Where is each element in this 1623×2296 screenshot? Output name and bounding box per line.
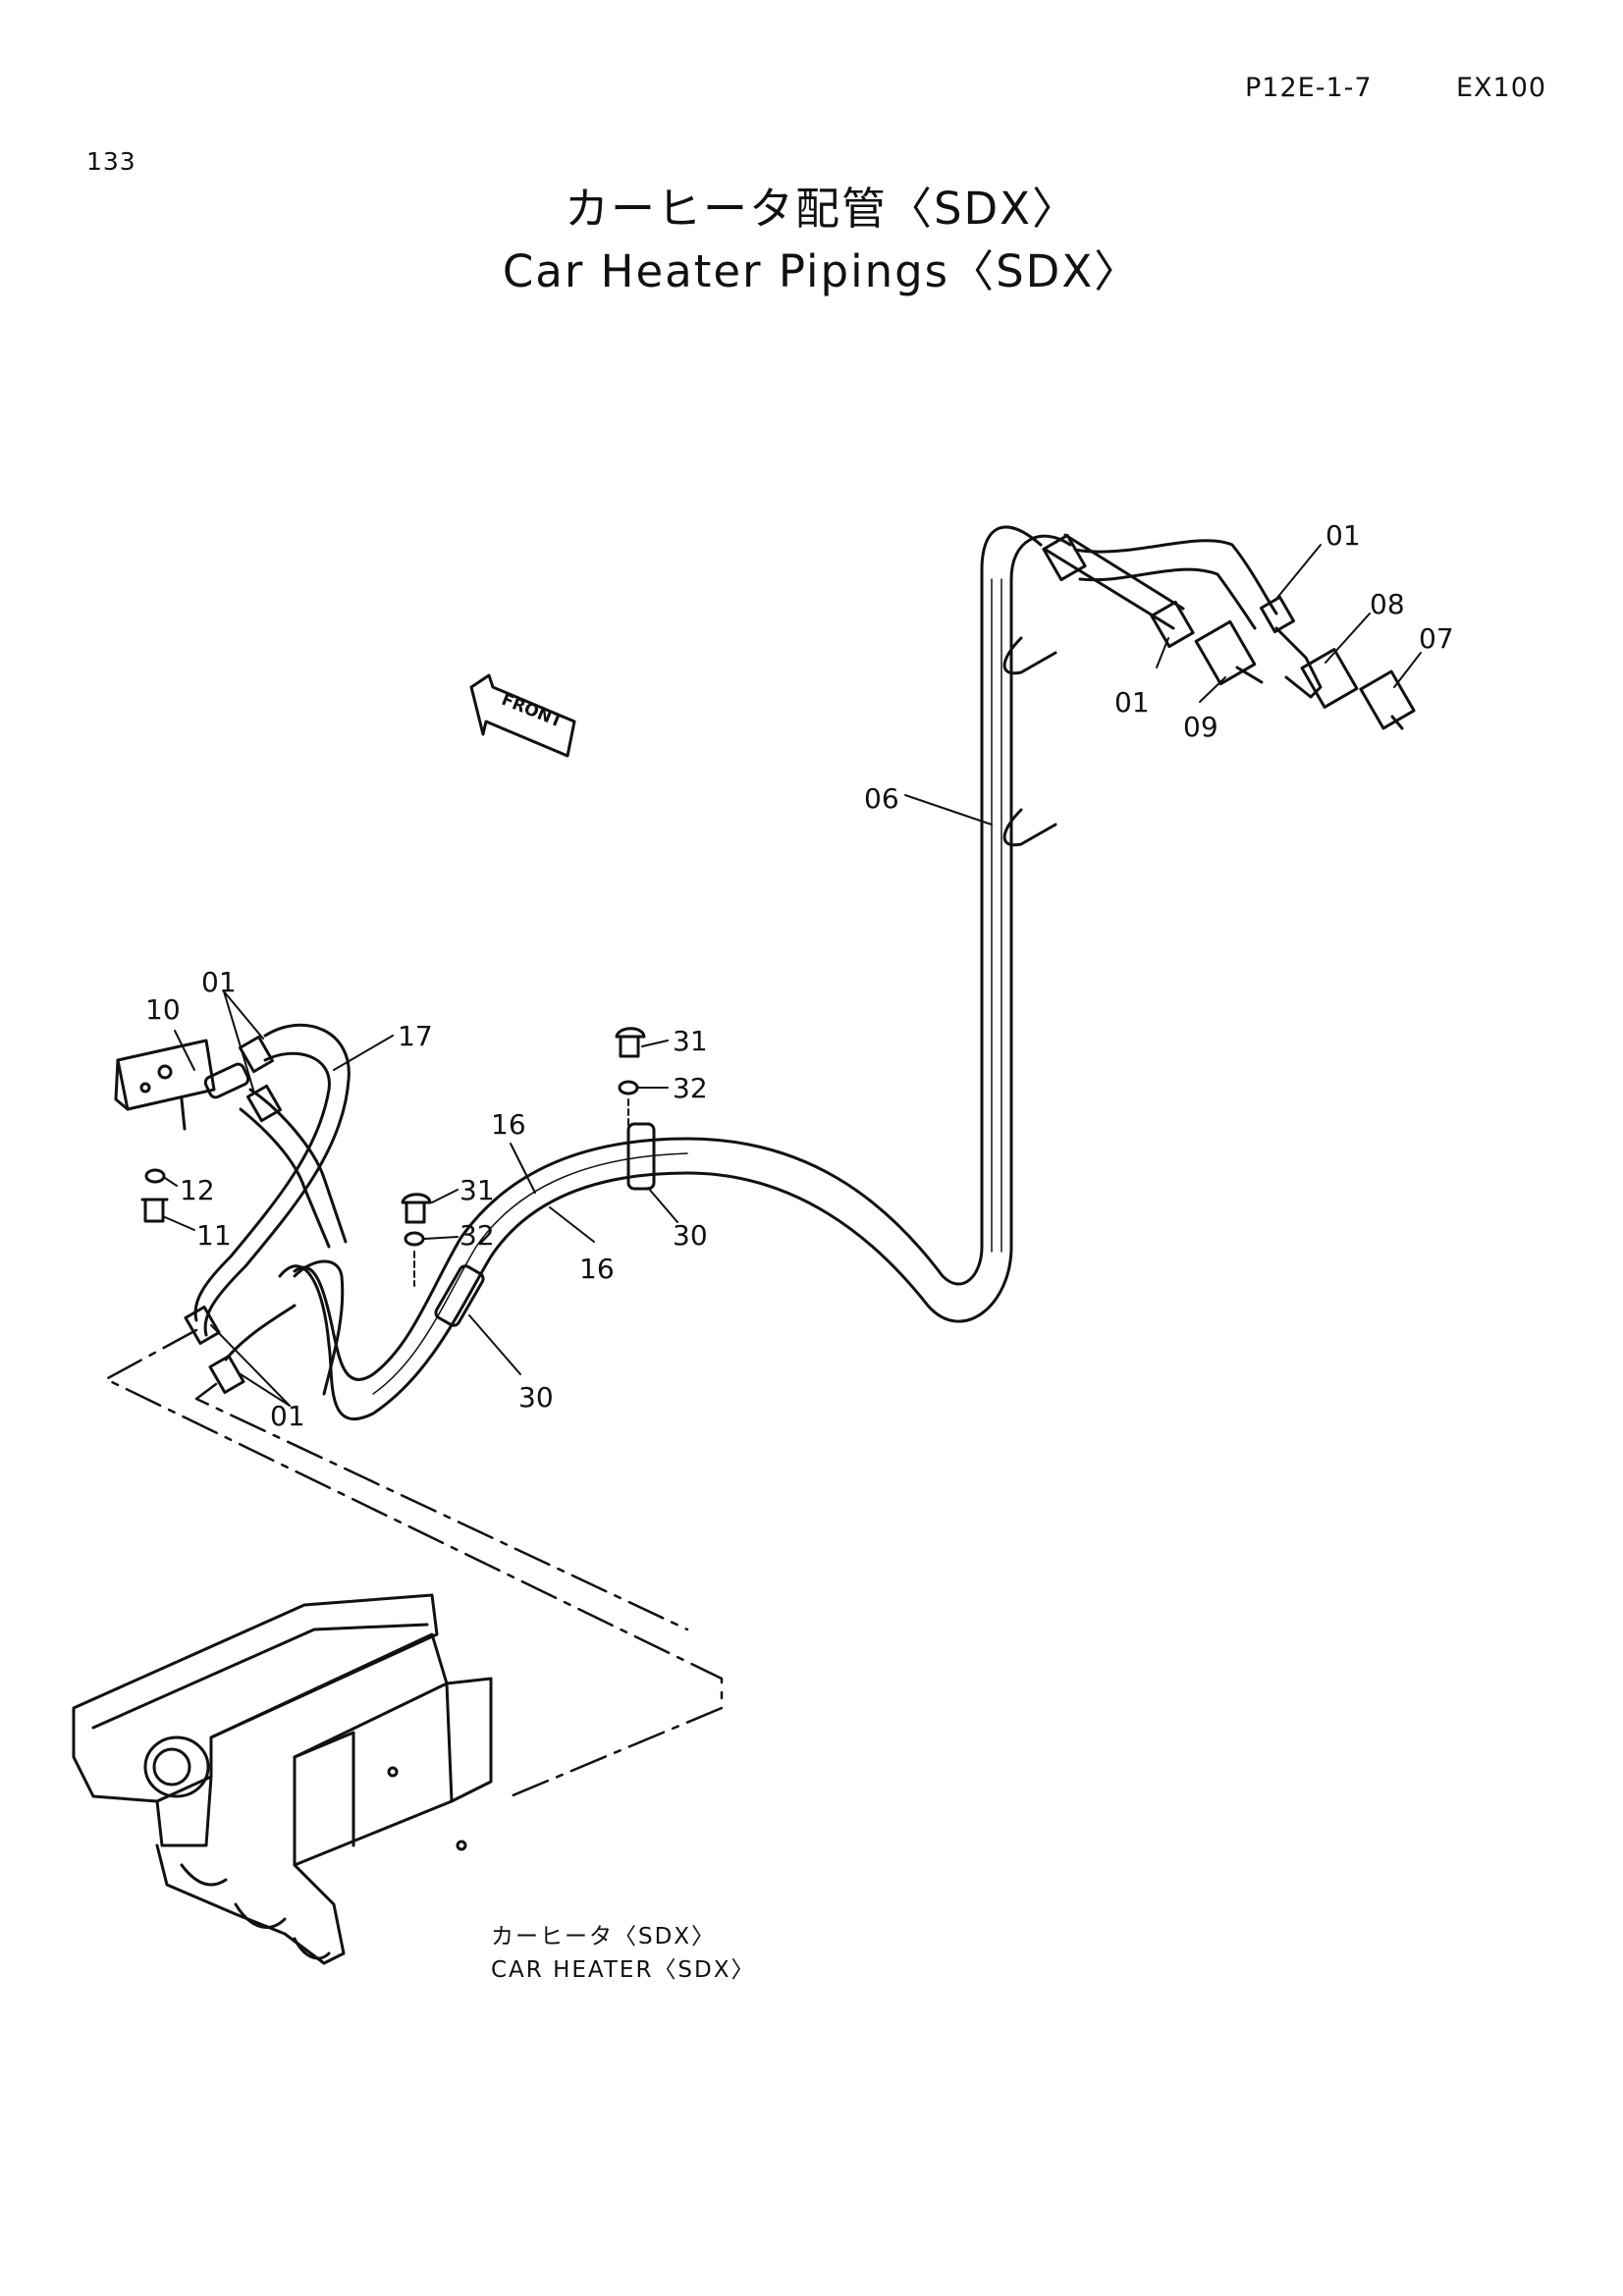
callout-01-bottom: 01: [270, 1400, 305, 1432]
callout-31-lower: 31: [460, 1174, 495, 1206]
callout-11: 11: [196, 1219, 232, 1252]
callout-32-upper: 32: [673, 1072, 708, 1104]
car-heater-unit: [72, 1593, 493, 1965]
callout-16-lower: 16: [579, 1253, 615, 1285]
callout-01-left-top: 01: [201, 966, 237, 998]
callout-30-upper: 30: [673, 1219, 708, 1252]
page-number: 133: [86, 147, 136, 176]
heater-label-japanese: カーヒータ〈SDX〉: [491, 1924, 716, 1949]
callout-12: 12: [180, 1174, 215, 1206]
title-japanese: カーヒータ配管〈SDX〉: [564, 183, 1079, 235]
title-english: Car Heater Pipings〈SDX〉: [502, 245, 1141, 297]
callout-31-upper: 31: [673, 1025, 708, 1057]
hose-main: [685, 525, 1278, 1323]
leader-lines: [164, 544, 1422, 1407]
callout-06: 06: [864, 782, 899, 815]
front-marker-label: FRONT: [499, 690, 566, 732]
heater-label-english: CAR HEATER〈SDX〉: [491, 1957, 756, 1983]
callout-01-top-right: 01: [1325, 519, 1361, 552]
model-code: EX100: [1456, 73, 1547, 103]
callout-30-lower: 30: [518, 1381, 554, 1414]
callout-10: 10: [145, 993, 181, 1026]
callout-17: 17: [398, 1020, 433, 1052]
valve-assembly: [114, 1035, 283, 1223]
callout-08: 08: [1370, 588, 1405, 620]
callout-07: 07: [1419, 622, 1454, 655]
lower-fittings: [184, 1304, 297, 1394]
hose-17: [193, 1023, 351, 1396]
callout-16-upper: 16: [491, 1108, 526, 1141]
bolts-washers: [401, 1027, 646, 1287]
callout-09: 09: [1183, 711, 1218, 743]
dashed-boundary: [104, 1328, 724, 1798]
right-fitting-assembly: [1002, 533, 1416, 847]
callout-01-mid: 01: [1114, 686, 1150, 719]
hose-16: [278, 1122, 689, 1421]
callout-32-lower: 32: [460, 1219, 495, 1252]
page-code: P12E-1-7: [1245, 73, 1373, 103]
front-arrow: [469, 673, 576, 758]
